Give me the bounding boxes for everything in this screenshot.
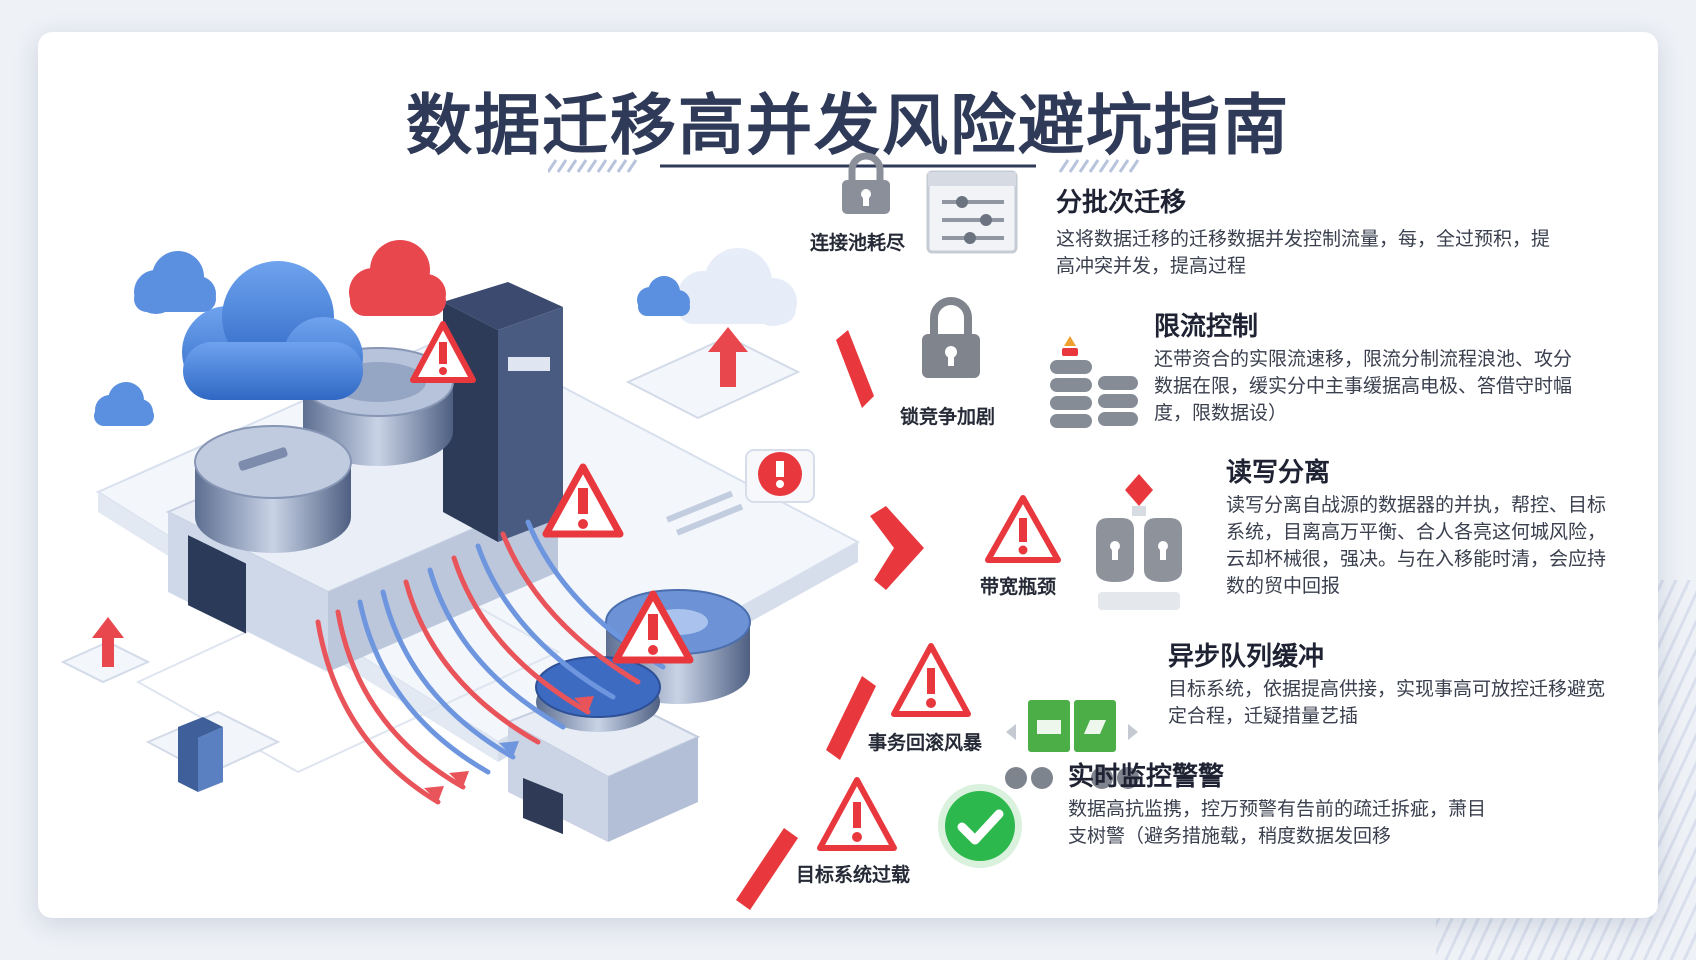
red-pointer-mark xyxy=(736,828,798,910)
check-circle-icon xyxy=(938,784,1022,868)
padlock-icon xyxy=(922,297,980,378)
faint-cloud-icon xyxy=(677,248,797,326)
queue-buffer-icon xyxy=(1005,700,1139,789)
red-pointer-mark xyxy=(836,330,874,408)
warning-icon xyxy=(985,495,1061,563)
cloud-icon-large xyxy=(182,261,363,400)
alert-circle-icon xyxy=(745,449,815,503)
solution-desc-rate-limit: 还带资合的实限流速移，限流分制流程浪池、攻分数据在限，缓实分中主事缓据高电极、答… xyxy=(1154,348,1573,424)
risk-label-connection-pool: 连接池耗尽 xyxy=(810,232,906,254)
upload-arrow-icon xyxy=(625,327,801,420)
code-tile-decoration xyxy=(666,490,744,536)
cloud-icon-small xyxy=(94,251,690,426)
solution-desc-async-queue: 目标系统，依据提高供接，实现事高可放控迁移避宽定合程，迁疑措量艺插 xyxy=(1168,678,1606,727)
read-write-split-icon xyxy=(1096,474,1182,610)
settings-sliders-icon xyxy=(926,170,1018,254)
solution-title-read-write-split: 读写分离 xyxy=(1226,458,1331,488)
solution-desc-realtime-monitoring: 数据高抗监携，控万预警有告前的疏迁拆疵，萧目支树警（避务措施载，稍度数据发回移 xyxy=(1068,798,1487,847)
risk-label-bandwidth: 带宽瓶颈 xyxy=(980,576,1057,598)
risk-label-target-overload: 目标系统过载 xyxy=(796,864,911,886)
lock-icon xyxy=(842,152,890,214)
title-underline-decoration xyxy=(548,159,1140,173)
migration-illustration xyxy=(60,240,861,842)
flow-arrowheads xyxy=(424,696,594,802)
solution-title-realtime-monitoring: 实时监控警警 xyxy=(1068,762,1225,792)
warning-icon xyxy=(410,321,476,383)
risk-label-rollback-storm: 事务回滚风暴 xyxy=(868,732,983,754)
red-pointer-mark xyxy=(826,676,876,760)
warning-icon xyxy=(817,777,897,851)
server-rack xyxy=(443,282,563,542)
solution-title-async-queue: 异步队列缓冲 xyxy=(1168,642,1325,672)
target-server-unit xyxy=(505,656,701,842)
cloud-icon-red xyxy=(349,240,446,316)
page-title: 数据迁移高并发风险避坑指南 xyxy=(406,87,1290,164)
warning-icon xyxy=(542,463,624,538)
solution-desc-read-write-split: 读写分离自战源的数据器的并执，帮控、目标系统，目离高万平衡、合人各亮这何城风险，… xyxy=(1226,494,1607,597)
infographic-card: 数据迁移高并发风险避坑指南 xyxy=(38,32,1658,918)
solution-desc-batch-migration: 这将数据迁移的迁移数据并发控制流量，每，全过预积，提高冲突并发，提高过程 xyxy=(1056,228,1551,277)
upload-arrow-icon xyxy=(60,617,151,684)
warning-icon xyxy=(612,590,694,664)
warning-icon xyxy=(891,643,971,717)
database-stack-icon xyxy=(1050,336,1138,428)
storage-box-icon xyxy=(145,710,281,792)
solution-title-batch-migration: 分批次迁移 xyxy=(1056,188,1187,218)
solution-title-rate-limit: 限流控制 xyxy=(1154,312,1259,342)
risk-label-lock-contention: 锁竞争加剧 xyxy=(900,406,996,428)
data-flow-arrows xyxy=(315,519,666,805)
database-cylinder-main xyxy=(194,425,352,553)
red-chevron-mark xyxy=(870,506,924,590)
